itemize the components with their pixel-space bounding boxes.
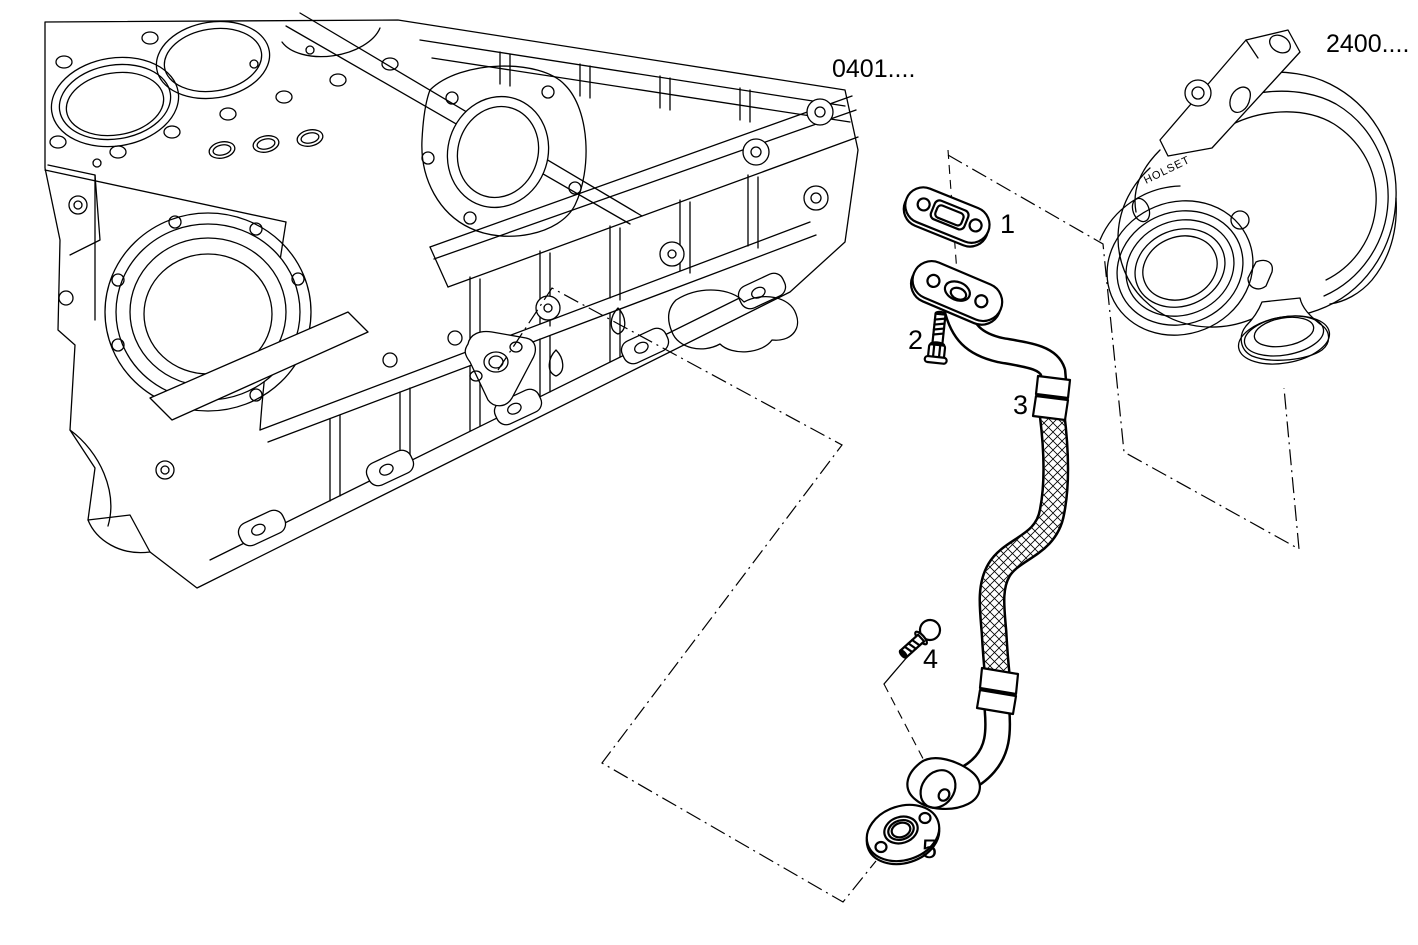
gasket-1-drawing xyxy=(902,186,991,248)
turbo-bracket xyxy=(1159,29,1301,157)
bolt4-leader-dashed xyxy=(883,683,942,794)
ref-label-engine-block[interactable]: 0401.... xyxy=(832,55,916,83)
pipe-end-fitting xyxy=(906,757,981,810)
part-callout-3[interactable]: 3 xyxy=(1013,390,1029,420)
bolt-4-drawing xyxy=(898,618,942,659)
pan-rail-lugs xyxy=(237,272,787,547)
part-callout-4[interactable]: 4 xyxy=(923,644,939,674)
crankcase-rails xyxy=(209,39,859,561)
bolt4-leader-solid xyxy=(883,655,909,685)
ref-label-turbocharger[interactable]: 2400.... xyxy=(1326,30,1410,58)
bolt-2-drawing xyxy=(923,310,948,365)
part-callout-1[interactable]: 1 xyxy=(1000,209,1016,239)
turbocharger-drawing: HOLSET xyxy=(1099,29,1397,365)
deck-holes xyxy=(49,31,399,168)
deck-oval-ports xyxy=(208,129,324,159)
turbo-inlet-housing xyxy=(1099,149,1283,336)
turbo-cast-brand-text: HOLSET xyxy=(1142,154,1192,187)
water-pump-mount xyxy=(421,65,587,237)
front-brackets xyxy=(47,164,369,554)
block-oil-drain-port xyxy=(464,330,537,407)
head-bolt-bosses xyxy=(499,51,751,123)
zone-line-turbo-connection xyxy=(947,154,1300,551)
cylinder-bores xyxy=(50,20,381,148)
pipe-ferrules xyxy=(975,374,1072,716)
wall-ribs xyxy=(329,174,759,502)
pipe-upper-flange xyxy=(909,260,1004,326)
wall-bosses xyxy=(382,98,834,377)
turbo-oil-drain-spout xyxy=(1237,297,1331,365)
zone-line-engine-connection xyxy=(497,287,877,903)
part-callout-5[interactable]: 5 xyxy=(922,834,938,864)
gasket-5-drawing xyxy=(865,803,941,866)
crankcase-pocket xyxy=(667,289,799,353)
oil-drain-pipe-drawing xyxy=(906,260,1072,810)
engine-block-drawing xyxy=(44,12,859,589)
part-callout-2[interactable]: 2 xyxy=(908,325,924,355)
